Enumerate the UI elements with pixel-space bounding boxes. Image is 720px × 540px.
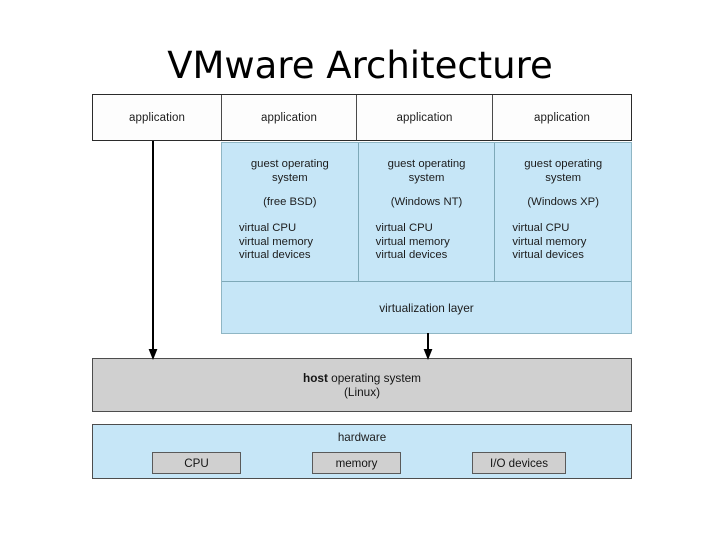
hardware-component-memory-label: memory — [335, 456, 378, 470]
application-row: application application application appl… — [92, 94, 632, 141]
hardware-box: hardware CPU memory I/O devices — [92, 424, 632, 479]
application-box-1-label: application — [128, 111, 186, 124]
guest-os-column-freebsd: guest operating system (free BSD) virtua… — [222, 143, 359, 281]
application-box-1: application — [93, 95, 222, 140]
guest-os-resource-1-devices: virtual devices — [239, 249, 311, 262]
guest-os-title-3-line1: guest operating — [524, 158, 603, 170]
guest-os-title-3: guest operating system — [495, 158, 631, 185]
hardware-component-cpu: CPU — [152, 452, 241, 474]
guest-operating-systems-row: guest operating system (free BSD) virtua… — [222, 143, 631, 281]
guest-os-name-2: (Windows NT) — [390, 196, 463, 209]
virtualization-layer-label: virtualization layer — [379, 301, 474, 315]
virtual-machine-stack: guest operating system (free BSD) virtua… — [221, 142, 632, 334]
hardware-component-io-devices-label: I/O devices — [490, 456, 548, 470]
guest-os-title-2-line2: system — [408, 171, 445, 184]
hardware-label: hardware — [337, 431, 387, 444]
guest-os-column-windows-nt: guest operating system (Windows NT) virt… — [359, 143, 496, 281]
hardware-component-memory: memory — [312, 452, 401, 474]
page-title: VMware Architecture — [167, 44, 553, 87]
guest-os-title-2-line1: guest operating — [387, 158, 466, 170]
guest-os-resource-2-cpu: virtual CPU — [375, 221, 433, 234]
hardware-component-cpu-label: CPU — [184, 456, 209, 470]
guest-os-resource-3-cpu: virtual CPU — [512, 221, 570, 234]
guest-os-resource-1-memory: virtual memory — [239, 235, 314, 248]
application-box-3: application — [357, 95, 493, 140]
guest-os-title-2: guest operating system — [359, 158, 495, 185]
guest-os-resources-1: virtual CPU virtual memory virtual devic… — [222, 222, 358, 263]
application-box-4-label: application — [533, 111, 591, 124]
host-os-line2: (Linux) — [343, 385, 381, 399]
application-to-host-arrow — [148, 141, 158, 360]
application-box-2: application — [222, 95, 357, 140]
application-box-4: application — [493, 95, 631, 140]
host-operating-system-box: host operating system (Linux) — [92, 358, 632, 412]
guest-os-resource-2-memory: virtual memory — [375, 235, 450, 248]
host-os-line1: host operating system — [303, 371, 421, 386]
hardware-component-io-devices: I/O devices — [472, 452, 566, 474]
guest-os-resource-3-devices: virtual devices — [512, 249, 584, 262]
guest-os-title-1-line1: guest operating — [250, 158, 329, 170]
guest-os-title-1-line2: system — [271, 171, 308, 184]
guest-os-resource-2-devices: virtual devices — [375, 249, 448, 262]
guest-os-resources-3: virtual CPU virtual memory virtual devic… — [495, 222, 631, 263]
application-box-2-label: application — [260, 111, 318, 124]
guest-os-resource-3-memory: virtual memory — [512, 235, 587, 248]
guest-os-resources-2: virtual CPU virtual memory virtual devic… — [359, 222, 495, 263]
virtualization-layer-box: virtualization layer — [222, 281, 631, 334]
guest-os-name-3: (Windows XP) — [527, 196, 599, 209]
application-box-3-label: application — [396, 111, 453, 124]
virtualization-to-host-arrow — [423, 333, 433, 360]
host-os-line1-rest: operating system — [327, 370, 421, 385]
guest-os-name-1: (free BSD) — [263, 196, 317, 209]
guest-os-title-1: guest operating system — [222, 158, 358, 185]
guest-os-title-3-line2: system — [545, 171, 582, 184]
host-os-line1-strong: host — [302, 370, 328, 385]
vmware-architecture-diagram: application application application appl… — [92, 94, 634, 480]
guest-os-resource-1-cpu: virtual CPU — [239, 221, 297, 234]
guest-os-column-windows-xp: guest operating system (Windows XP) virt… — [495, 143, 631, 281]
